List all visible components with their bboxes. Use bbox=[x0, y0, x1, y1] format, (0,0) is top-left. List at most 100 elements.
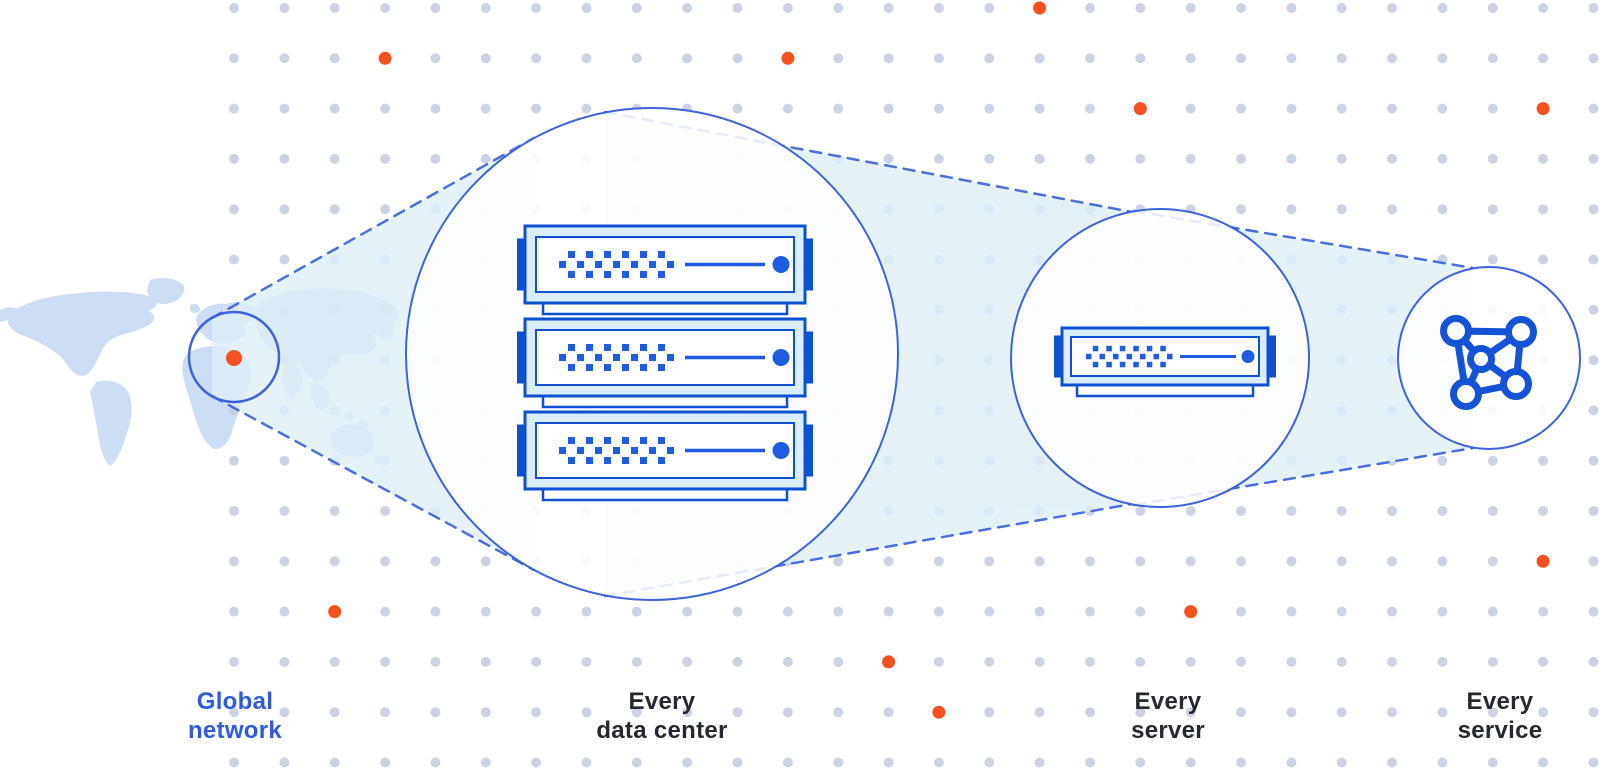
label-line: Every bbox=[1134, 688, 1202, 715]
grid-dot bbox=[430, 707, 441, 718]
server-vent-dot bbox=[1113, 353, 1119, 360]
grid-dot bbox=[883, 707, 894, 718]
grid-dot bbox=[1135, 656, 1146, 667]
grid-dot bbox=[1336, 606, 1347, 617]
label-line: Global bbox=[196, 688, 274, 715]
grid-dot bbox=[933, 153, 944, 164]
accent-dot bbox=[1133, 102, 1147, 116]
grid-dot bbox=[1135, 3, 1146, 13]
grid-dot bbox=[1588, 3, 1599, 13]
grid-dot bbox=[380, 506, 391, 516]
server-vent-dot bbox=[1146, 345, 1153, 352]
grid-dot bbox=[229, 53, 239, 64]
server-vent-dot bbox=[595, 447, 602, 454]
grid-dot bbox=[1538, 656, 1549, 667]
grid-dot bbox=[631, 707, 642, 718]
label-every-service: Every service bbox=[1458, 687, 1543, 745]
grid-dot bbox=[581, 707, 592, 718]
accent-dot bbox=[1184, 605, 1198, 619]
grid-dot bbox=[1387, 606, 1397, 617]
grid-dot bbox=[1085, 656, 1095, 667]
server-vent-dot bbox=[1133, 345, 1139, 352]
server-vent-dot bbox=[640, 271, 647, 278]
grid-dot bbox=[1185, 103, 1196, 114]
grid-dot bbox=[531, 707, 542, 718]
grid-dot bbox=[480, 153, 491, 164]
server-vent-dot bbox=[568, 364, 575, 371]
grid-dot bbox=[1286, 707, 1297, 718]
server-vent-dot bbox=[586, 271, 593, 278]
server-vent-dot bbox=[559, 354, 566, 361]
label-line: server bbox=[1131, 717, 1205, 744]
grid-dot bbox=[430, 153, 441, 164]
dashed-line bbox=[210, 394, 536, 572]
grid-dot bbox=[329, 707, 340, 718]
grid-dot bbox=[279, 153, 290, 164]
map-landmass bbox=[90, 380, 132, 466]
grid-dot bbox=[1236, 153, 1246, 164]
grid-dot bbox=[1588, 707, 1599, 718]
grid-dot bbox=[984, 103, 995, 114]
grid-dot bbox=[1387, 757, 1397, 768]
grid-dot bbox=[833, 53, 844, 64]
grid-dot bbox=[1437, 455, 1448, 466]
grid-dot bbox=[430, 3, 441, 13]
grid-dot bbox=[833, 556, 844, 567]
server-vent-dot bbox=[568, 344, 575, 351]
grid-dot bbox=[1135, 153, 1146, 164]
grid-dot bbox=[1236, 204, 1246, 215]
tangent-dashed-lines bbox=[210, 110, 1475, 598]
server-vent-dot bbox=[595, 261, 602, 268]
dashed-line bbox=[603, 110, 1134, 214]
grid-dot bbox=[430, 53, 441, 64]
grid-dot bbox=[1236, 707, 1246, 718]
grid-dot bbox=[1538, 254, 1549, 265]
network-node bbox=[1505, 316, 1537, 348]
grid-dot bbox=[1085, 153, 1095, 164]
grid-dot bbox=[1588, 455, 1599, 466]
server-vent-dot bbox=[1167, 353, 1173, 360]
grid-dot bbox=[782, 707, 793, 718]
server-vent-dot bbox=[568, 251, 575, 258]
grid-dot bbox=[1588, 556, 1599, 567]
map-landmass bbox=[147, 278, 185, 305]
grid-dot bbox=[1487, 455, 1498, 466]
grid-dot bbox=[984, 556, 995, 567]
server-vent-dot bbox=[1160, 361, 1166, 368]
server-vent-dot bbox=[595, 354, 602, 361]
grid-dot bbox=[380, 656, 391, 667]
grid-dot bbox=[229, 506, 239, 516]
grid-dot bbox=[782, 656, 793, 667]
grid-dot bbox=[430, 656, 441, 667]
grid-dot bbox=[329, 204, 340, 215]
server-vent-dot bbox=[604, 251, 611, 258]
grid-dot bbox=[1538, 707, 1549, 718]
grid-dot bbox=[329, 506, 340, 516]
grid-dot bbox=[279, 455, 290, 466]
server-vent-dot bbox=[1146, 361, 1153, 368]
server-vent-dot bbox=[622, 344, 629, 351]
grid-dot bbox=[682, 757, 693, 768]
grid-dot bbox=[229, 757, 239, 768]
server-vent-dot bbox=[622, 271, 629, 278]
grid-dot bbox=[1588, 656, 1599, 667]
server-vent-dot bbox=[658, 271, 665, 278]
grid-dot bbox=[732, 707, 743, 718]
grid-dot bbox=[883, 556, 894, 567]
grid-dot bbox=[1185, 556, 1196, 567]
server-vent-dot bbox=[1106, 345, 1112, 352]
grid-dot bbox=[1437, 103, 1448, 114]
grid-dot bbox=[732, 757, 743, 768]
grid-dot bbox=[430, 556, 441, 567]
grid-dot bbox=[1387, 656, 1397, 667]
grid-dot bbox=[1085, 757, 1095, 768]
server-vent-dot bbox=[1160, 345, 1166, 352]
grid-dot bbox=[1487, 53, 1498, 64]
grid-dot bbox=[1487, 254, 1498, 265]
grid-dot bbox=[531, 757, 542, 768]
grid-dot bbox=[380, 757, 391, 768]
grid-dot bbox=[531, 656, 542, 667]
grid-dot bbox=[1336, 153, 1347, 164]
grid-dot bbox=[1034, 606, 1045, 617]
grid-dot bbox=[380, 3, 391, 13]
